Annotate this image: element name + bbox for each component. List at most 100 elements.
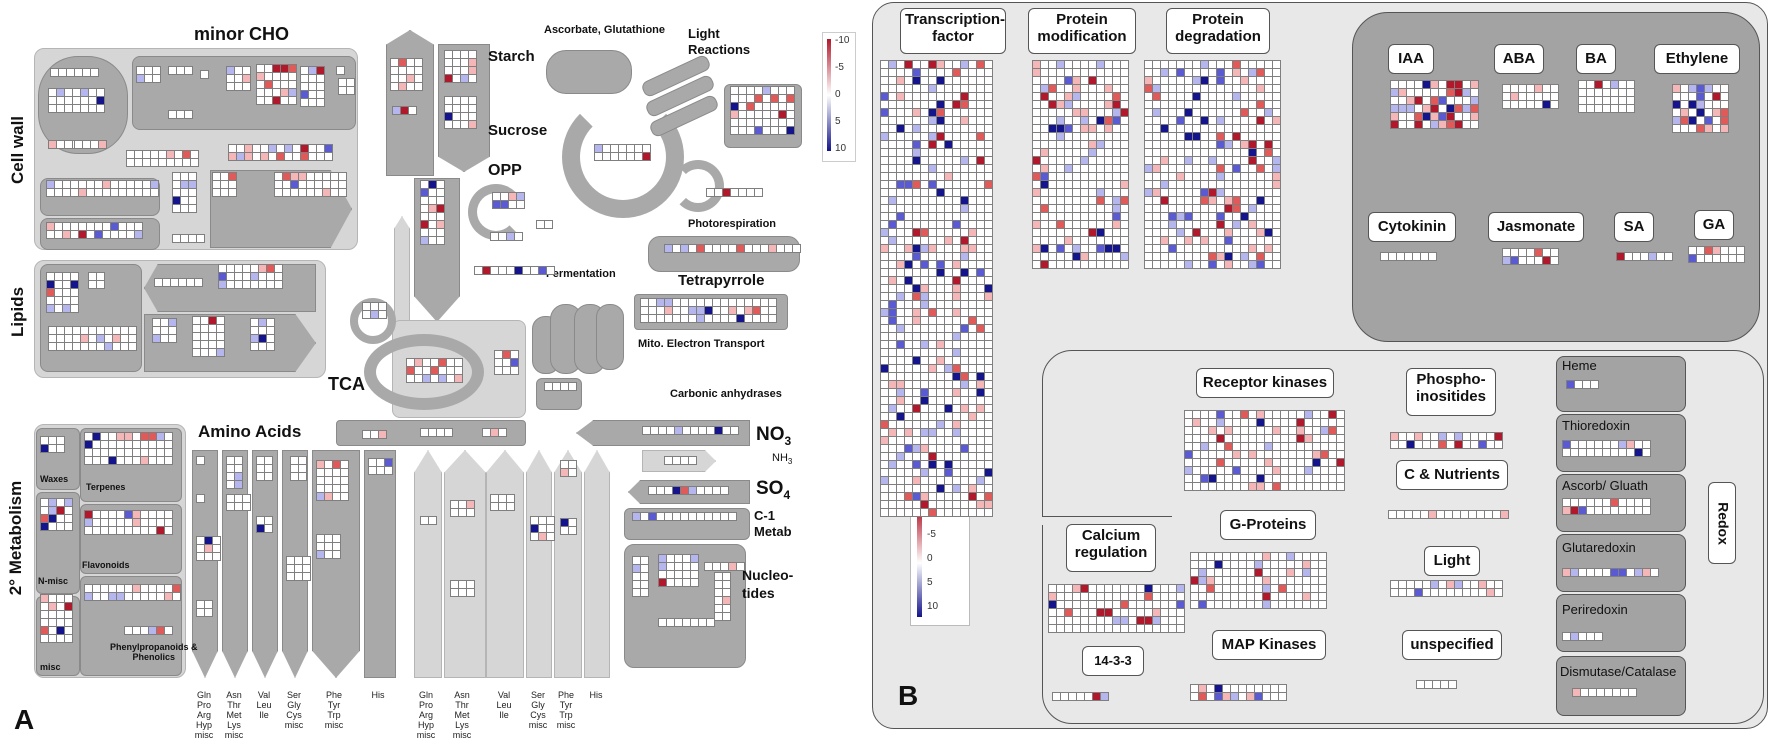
heatmap-cell — [1249, 189, 1256, 196]
heatmap-cell — [1089, 609, 1096, 616]
heatmap-cell — [1249, 69, 1256, 76]
heatmap-cell — [1337, 435, 1344, 442]
heatmap-cell — [649, 487, 656, 494]
heatmap-cell — [1273, 117, 1280, 124]
heatmap-cell — [793, 245, 800, 252]
heatmap-cell — [1105, 245, 1112, 252]
heatmap-cell — [165, 527, 172, 534]
heatmap-cell — [1627, 105, 1634, 112]
heatmap-grid — [1390, 580, 1503, 597]
heatmap-cell — [977, 301, 984, 308]
heatmap-cell — [1303, 585, 1310, 592]
heatmap-cell — [889, 373, 896, 380]
heatmap-cell — [905, 133, 912, 140]
heatmap-cell — [1081, 85, 1088, 92]
heatmap-grid — [50, 68, 99, 77]
heatmap-cell — [961, 125, 968, 132]
heatmap-cell — [977, 149, 984, 156]
heatmap-cell — [1579, 569, 1586, 576]
heatmap-cell — [1049, 593, 1056, 600]
heatmap-cell — [699, 619, 706, 626]
heatmap-cell — [945, 485, 952, 492]
heatmap-cell — [977, 109, 984, 116]
heatmap-cell — [1033, 181, 1040, 188]
heatmap-grid — [494, 350, 519, 375]
heatmap-cell — [673, 487, 680, 494]
heatmap-cell — [301, 145, 308, 152]
heatmap-cell — [779, 111, 786, 118]
panel-b: Heme Thioredoxin Ascorb/ Gluath Glutared… — [872, 0, 1772, 751]
heatmap-cell — [1271, 553, 1278, 560]
heatmap-cell — [189, 235, 196, 242]
heatmap-cell — [763, 95, 770, 102]
heatmap-cell — [929, 429, 936, 436]
heatmap-cell — [1233, 157, 1240, 164]
heatmap-cell — [1057, 101, 1064, 108]
heatmap-cell — [65, 595, 72, 602]
heatmap-cell — [953, 101, 960, 108]
heatmap-cell — [945, 493, 952, 500]
heatmap-cell — [1689, 255, 1696, 262]
heatmap-cell — [729, 315, 736, 322]
heatmap-cell — [1049, 117, 1056, 124]
heatmap-cell — [157, 585, 164, 592]
heatmap-cell — [71, 189, 78, 196]
heatmap-cell — [1255, 585, 1262, 592]
heatmap-cell — [1105, 585, 1112, 592]
heatmap-cell — [897, 85, 904, 92]
label-heme: Heme — [1562, 358, 1597, 373]
heatmap-cell — [1265, 205, 1272, 212]
heatmap-cell — [889, 109, 896, 116]
heatmap-cell — [1603, 441, 1610, 448]
heatmap-cell — [301, 83, 308, 90]
heatmap-cell — [1233, 483, 1240, 490]
heatmap-cell — [1257, 427, 1264, 434]
heatmap-cell — [317, 99, 324, 106]
heatmap-cell — [961, 293, 968, 300]
heatmap-cell — [1073, 585, 1080, 592]
heatmap-cell — [283, 189, 290, 196]
heatmap-cell — [1041, 61, 1048, 68]
heatmap-cell — [1407, 433, 1414, 440]
heatmap-cell — [437, 181, 444, 188]
heatmap-cell — [881, 301, 888, 308]
heatmap-cell — [1633, 253, 1640, 260]
heatmap-cell — [165, 593, 172, 600]
heatmap-cell — [315, 189, 322, 196]
heatmap-cell — [1241, 427, 1248, 434]
heatmap-cell — [897, 413, 904, 420]
heatmap-cell — [109, 527, 116, 534]
heatmap-cell — [1097, 117, 1104, 124]
heatmap-cell — [1169, 149, 1176, 156]
heatmap-cell — [1273, 221, 1280, 228]
heatmap-cell — [937, 301, 944, 308]
heatmap-cell — [977, 157, 984, 164]
heatmap-cell — [667, 579, 674, 586]
label-ba: BA — [1576, 44, 1616, 74]
heatmap-cell — [969, 149, 976, 156]
heatmap-cell — [135, 151, 142, 158]
heatmap-cell — [1041, 141, 1048, 148]
heatmap-cell — [243, 495, 250, 502]
heatmap-cell — [119, 223, 126, 230]
heatmap-cell — [929, 77, 936, 84]
heatmap-cell — [407, 67, 414, 74]
heatmap-cell — [905, 149, 912, 156]
heatmap-cell — [985, 221, 992, 228]
heatmap-cell — [1273, 229, 1280, 236]
heatmap-cell — [259, 327, 266, 334]
heatmap-cell — [897, 469, 904, 476]
heatmap-cell — [265, 65, 272, 72]
heatmap-cell — [1177, 181, 1184, 188]
heatmap-cell — [1161, 229, 1168, 236]
heatmap-cell — [921, 141, 928, 148]
heatmap-cell — [1065, 109, 1072, 116]
heatmap-cell — [905, 301, 912, 308]
heatmap-cell — [105, 327, 112, 334]
heatmap-cell — [111, 189, 118, 196]
heatmap-cell — [977, 205, 984, 212]
heatmap-cell — [401, 107, 408, 114]
heatmap-cell — [1511, 93, 1518, 100]
heatmap-cell — [63, 281, 70, 288]
heatmap-cell — [977, 509, 984, 516]
